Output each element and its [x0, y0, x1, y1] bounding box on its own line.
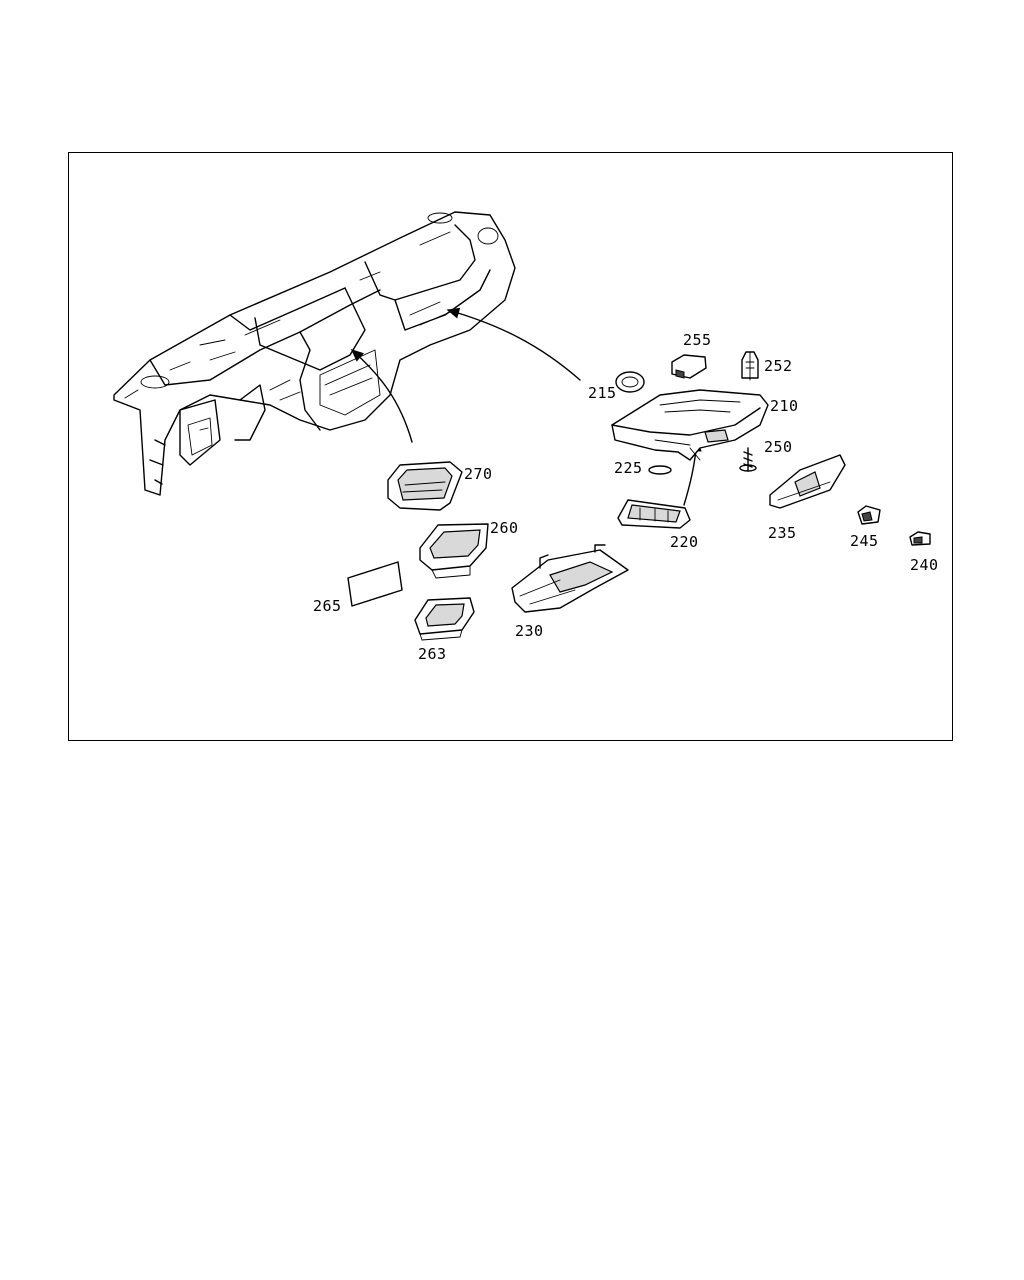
arrow-215 [446, 307, 581, 381]
callout-255: 255 [683, 331, 712, 349]
callout-265: 265 [313, 597, 342, 615]
part-220-lamp-housing [617, 499, 691, 529]
callout-240: 240 [910, 556, 939, 574]
part-230-lower-cover [511, 544, 629, 613]
dashboard-assembly [113, 211, 516, 496]
callout-230: 230 [515, 622, 544, 640]
part-210-glovebox [611, 389, 769, 461]
diagram-frame [68, 152, 953, 741]
callout-270: 270 [464, 465, 493, 483]
callout-245: 245 [850, 532, 879, 550]
part-250-screw [739, 447, 757, 472]
part-245-latch [857, 505, 881, 525]
callout-215: 215 [588, 384, 617, 402]
part-235-handle [769, 454, 846, 509]
part-215-grommet [615, 371, 645, 393]
part-270-vent-bezel [387, 461, 463, 511]
part-260-storage-tray [419, 523, 489, 579]
callout-250: 250 [764, 438, 793, 456]
part-225-bulb [648, 465, 672, 475]
callout-210: 210 [770, 397, 799, 415]
callout-235: 235 [768, 524, 797, 542]
callout-225: 225 [614, 459, 643, 477]
callout-252: 252 [764, 357, 793, 375]
part-263-tray [414, 597, 475, 641]
part-265-panel [347, 561, 403, 607]
part-255-clip [671, 354, 707, 379]
callout-263: 263 [418, 645, 447, 663]
callout-260: 260 [490, 519, 519, 537]
arrow-270 [350, 349, 413, 443]
callout-220: 220 [670, 533, 699, 551]
part-240-latch [909, 531, 931, 546]
part-252-fastener [741, 351, 759, 381]
